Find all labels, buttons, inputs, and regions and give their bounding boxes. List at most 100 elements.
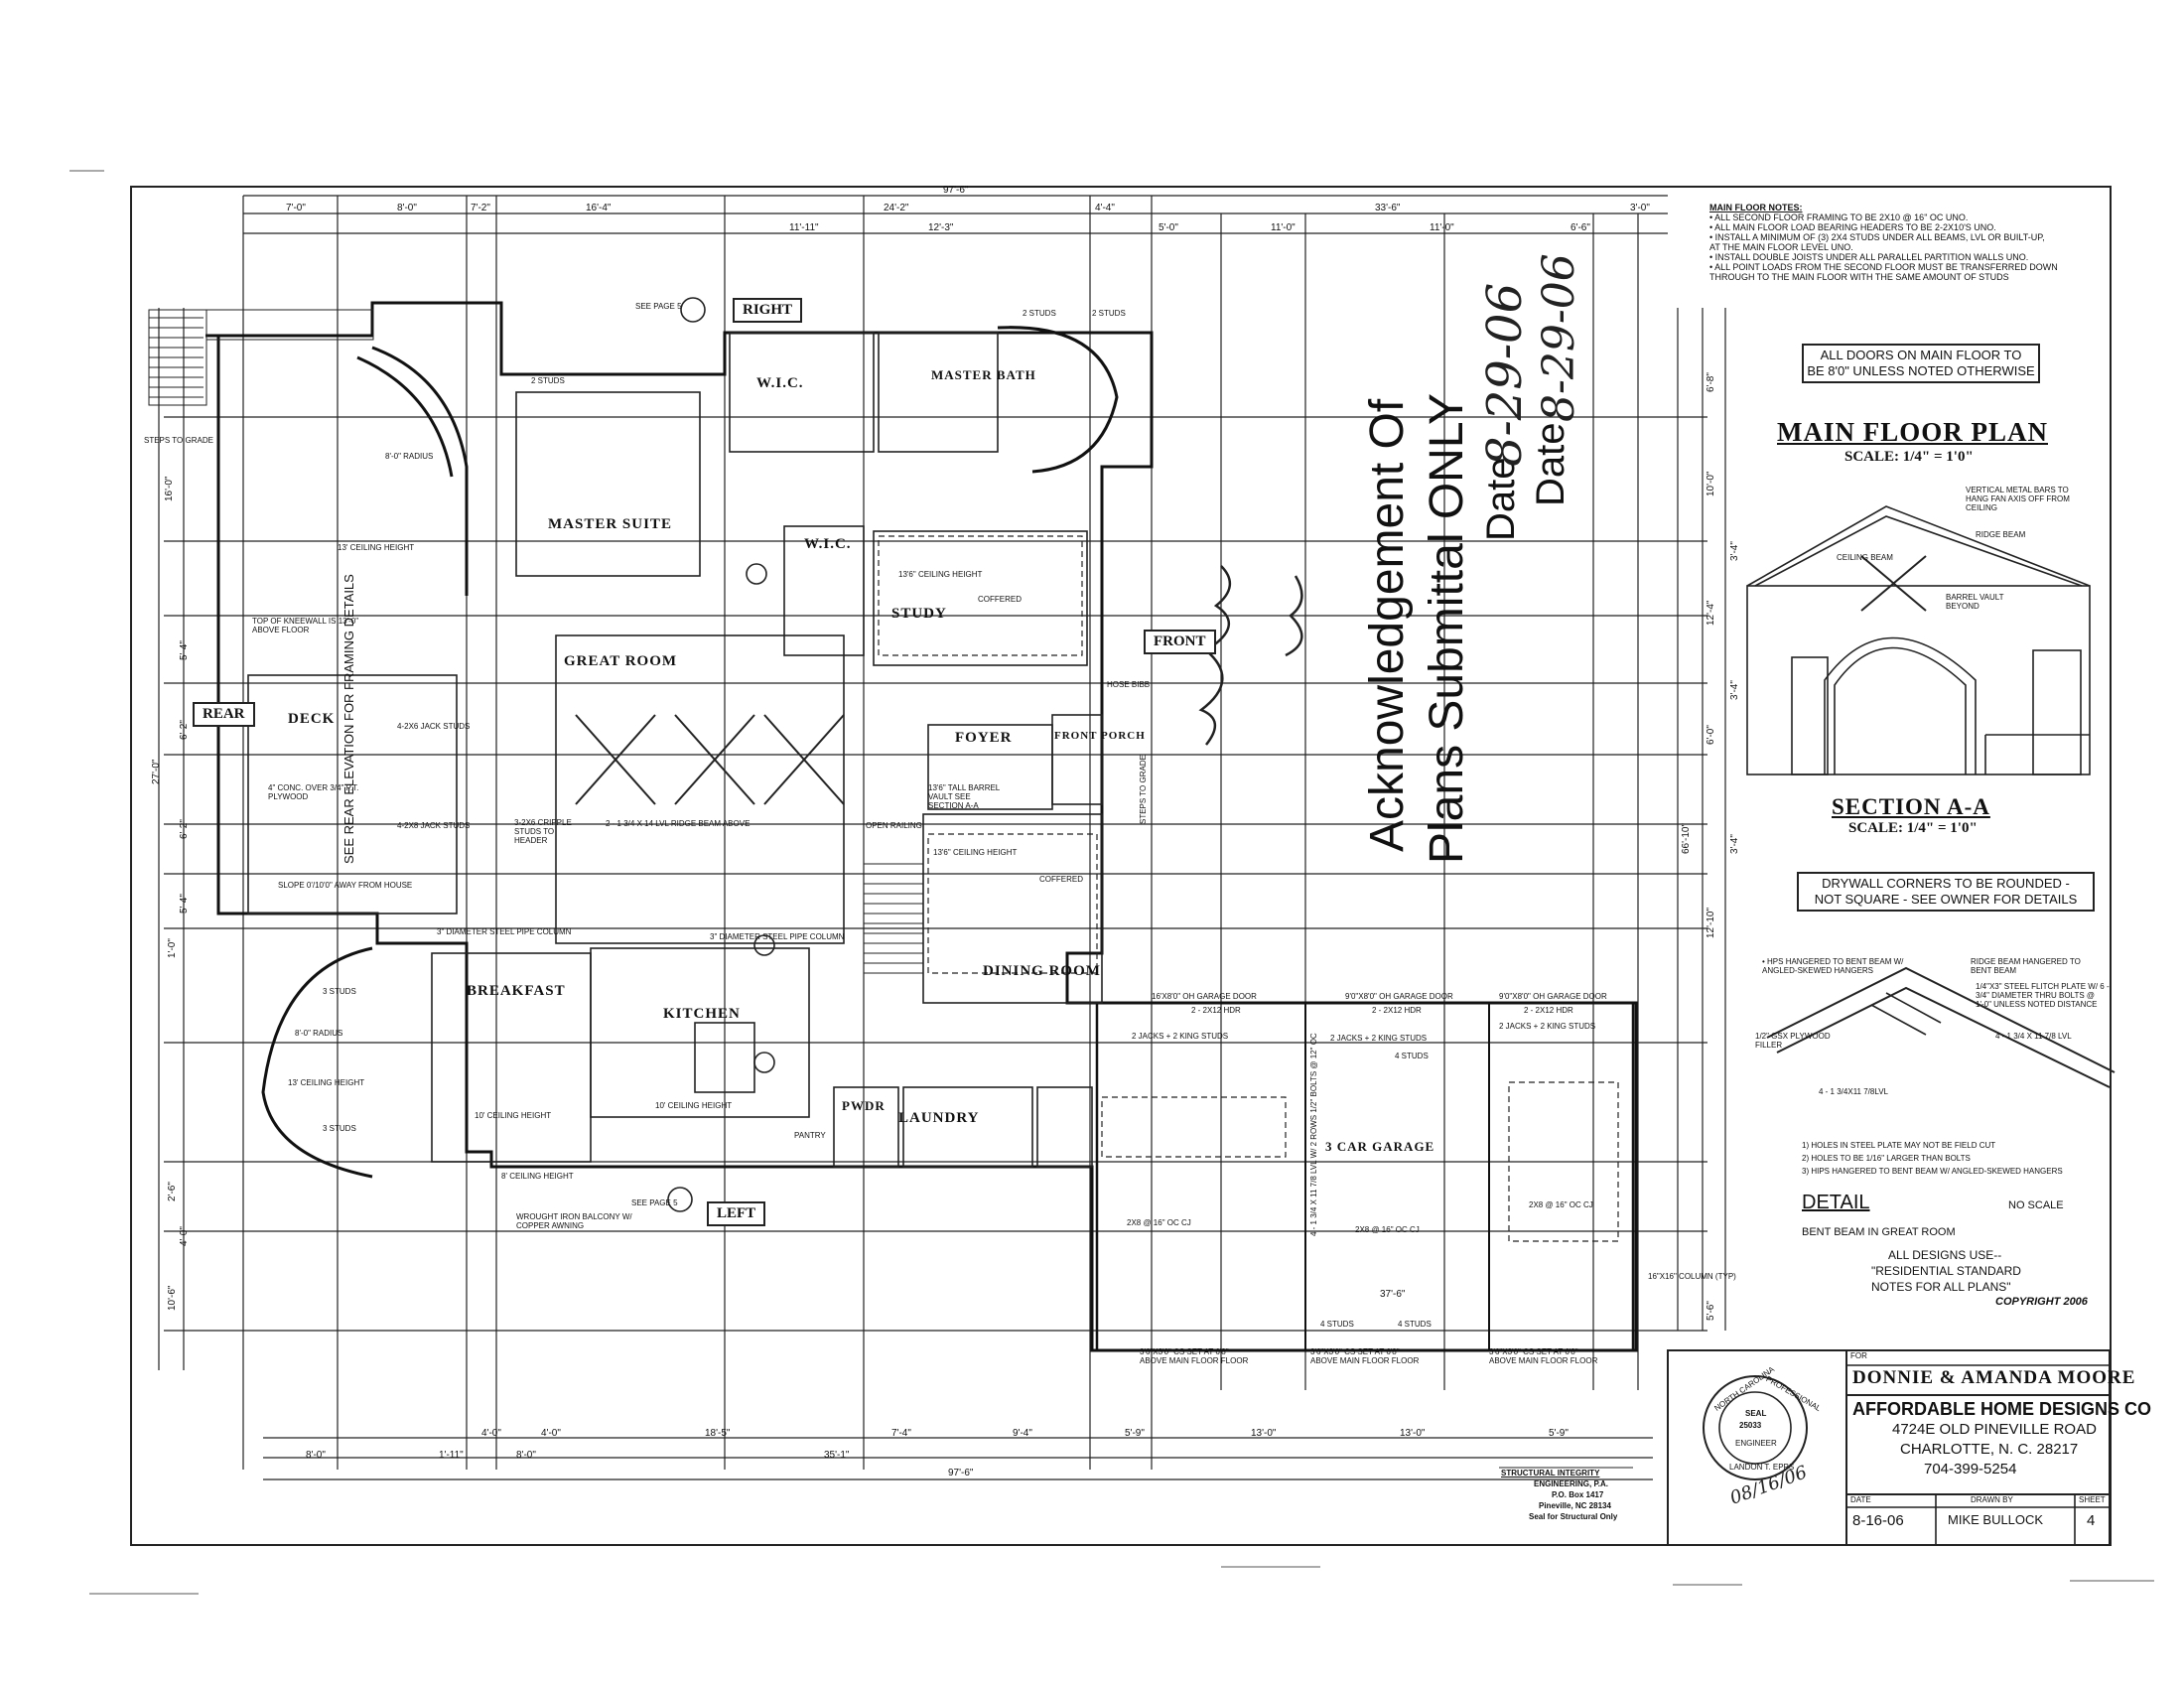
side-label-front: FRONT <box>1144 630 1216 654</box>
room-pantry: PANTRY <box>794 1131 826 1140</box>
header-note: 2 - 2X12 HDR <box>1524 1006 1573 1015</box>
column-note: 16"X16" COLUMN (TYP) <box>1648 1272 1736 1281</box>
garage-door-note: 16'X8'0" OH GARAGE DOOR <box>1152 992 1257 1001</box>
acknowledgement-line1: Acknowledgement Of <box>1361 398 1414 852</box>
top-dim-row2: 6'-6" <box>1570 222 1590 233</box>
top-dim-row2: 11'-11" <box>789 222 819 233</box>
jacks-note: 2 JACKS + 2 KING STUDS <box>1330 1034 1428 1043</box>
ceiling-note: 13' CEILING HEIGHT <box>338 543 415 552</box>
title-block-date: 8-16-06 <box>1852 1512 1904 1529</box>
room-foyer: FOYER <box>955 730 1013 746</box>
overall-bottom-dimension: 97'-6" <box>948 1468 974 1478</box>
top-dim: 4'-4" <box>1095 203 1115 213</box>
title-block-phone: 704-399-5254 <box>1924 1461 2017 1478</box>
steel-column-note: 3" DIAMETER STEEL PIPE COLUMN <box>710 932 845 941</box>
title-block-address: 4724E OLD PINEVILLE ROAD <box>1892 1421 2097 1438</box>
drywall-note-line: DRYWALL CORNERS TO BE ROUNDED - <box>1822 876 2070 891</box>
header-note: 2 - 2X12 HDR <box>1191 1006 1241 1015</box>
main-floor-notes: MAIN FLOOR NOTES: • ALL SECOND FLOOR FRA… <box>1709 203 2087 282</box>
room-great-room: GREAT ROOM <box>564 653 678 669</box>
bottom-dim: 5'-9" <box>1125 1428 1145 1439</box>
right-dim: 12'-4" <box>1706 600 1716 626</box>
concrete-note: 4" CONC. OVER 3/4" P.T. PLYWOOD <box>268 783 359 801</box>
section-scale: SCALE: 1/4" = 1'0" <box>1848 820 1978 836</box>
jacks-note: 2 JACKS + 2 KING STUDS <box>1132 1032 1229 1041</box>
right-dim: 6'-8" <box>1706 372 1716 392</box>
bottom-dim-row2: 35'-1" <box>824 1450 850 1461</box>
coffered-note: COFFERED <box>1039 875 1083 884</box>
studs-note: 3 STUDS <box>323 1124 356 1133</box>
section-title: SECTION A-A <box>1832 794 1990 819</box>
top-dim: 16'-4" <box>586 203 612 213</box>
hose-bibb-note: HOSE BIBB <box>1107 680 1151 689</box>
four-studs-note: 4 STUDS <box>1320 1320 1354 1329</box>
engineer-line: ENGINEERING, P.A. <box>1534 1479 1608 1488</box>
right-dim: 10'-0" <box>1706 471 1716 496</box>
bottom-dim: 9'-4" <box>1013 1428 1032 1439</box>
room-front-porch: FRONT PORCH <box>1054 730 1146 742</box>
acknowledgement-date-value: 8-29-06 <box>1534 253 1584 422</box>
right-dim: 3'-4" <box>1729 680 1740 700</box>
coffered-note: COFFERED <box>978 595 1022 604</box>
bottom-dim-row2: 8'-0" <box>516 1450 536 1461</box>
side-label-left: LEFT <box>707 1201 766 1226</box>
four-studs-note: 4 STUDS <box>1395 1052 1429 1060</box>
detail-note: 3) HIPS HANGERED TO BENT BEAM W/ ANGLED-… <box>1802 1167 2063 1176</box>
note-item: • ALL POINT LOADS FROM THE SECOND FLOOR … <box>1709 262 2058 272</box>
left-dim: 5'-4" <box>179 640 190 660</box>
detail-title: DETAIL <box>1802 1192 1870 1213</box>
room-dining-room: DINING ROOM <box>983 963 1101 979</box>
note-item: • INSTALL DOUBLE JOISTS UNDER ALL PARALL… <box>1709 252 2029 262</box>
bottom-dim-row2: 8'-0" <box>306 1450 326 1461</box>
main-floor-plan-title: MAIN FLOOR PLAN <box>1777 417 2048 447</box>
acknowledgement-date-label: Date <box>1529 422 1572 507</box>
all-designs-note: ALL DESIGNS USE-- <box>1888 1248 2002 1262</box>
drywall-note-box: DRYWALL CORNERS TO BE ROUNDED - NOT SQUA… <box>1797 872 2095 912</box>
left-dim: 1'-0" <box>167 938 178 958</box>
doors-note-line: ALL DOORS ON MAIN FLOOR TO <box>1820 348 2022 362</box>
bottom-dim: 13'-0" <box>1251 1428 1277 1439</box>
left-dim: 10'-6" <box>167 1285 178 1311</box>
kneewall-note: TOP OF KNEEWALL IS 13'-0" ABOVE FLOOR <box>252 617 359 634</box>
title-block-date-label: DATE <box>1850 1495 1871 1504</box>
note-item: AT THE MAIN FLOOR LEVEL UNO. <box>1709 242 1853 252</box>
ceiling-note: 13' CEILING HEIGHT <box>288 1078 365 1087</box>
room-wic: W.I.C. <box>756 375 804 391</box>
drywall-note-line: NOT SQUARE - SEE OWNER FOR DETAILS <box>1814 892 2078 908</box>
detail-label: 1/2" GSX PLYWOOD FILLER <box>1755 1032 1831 1050</box>
top-dim: 8'-0" <box>397 203 417 213</box>
section-note: VERTICAL METAL BARS TO HANG FAN AXIS OFF… <box>1966 486 2070 512</box>
studs-note: 3 STUDS <box>323 987 356 996</box>
note-item: • ALL MAIN FLOOR LOAD BEARING HEADERS TO… <box>1709 222 1996 232</box>
see-rear-elevation-note: SEE REAR ELEVATION FOR FRAMING DETAILS <box>341 574 356 864</box>
ceiling-note: 10' CEILING HEIGHT <box>475 1111 552 1120</box>
room-wic: W.I.C. <box>804 536 852 552</box>
jack-studs-note: 4-2X8 JACK STUDS <box>397 821 471 830</box>
detail-label: RIDGE BEAM HANGERED TO BENT BEAM <box>1971 957 2081 975</box>
all-designs-note: NOTES FOR ALL PLANS" <box>1871 1280 2011 1294</box>
balcony-note: WROUGHT IRON BALCONY W/ COPPER AWNING <box>516 1212 632 1230</box>
left-dim: 2'-6" <box>167 1182 178 1201</box>
left-dim: 4'-0" <box>179 1226 190 1246</box>
detail-scale: NO SCALE <box>2008 1199 2064 1211</box>
ceiling-note: 13'6" CEILING HEIGHT <box>933 848 1018 857</box>
garage-dimension: 37'-6" <box>1380 1289 1406 1300</box>
copyright: COPYRIGHT 2006 <box>1995 1296 2088 1308</box>
right-dim: 3'-4" <box>1729 541 1740 561</box>
ceiling-8-note: 8' CEILING HEIGHT <box>501 1172 574 1181</box>
title-block-city: CHARLOTTE, N. C. 28217 <box>1900 1441 2079 1458</box>
bottom-dim: 4'-0" <box>541 1428 561 1439</box>
all-designs-note: "RESIDENTIAL STANDARD <box>1871 1264 2021 1278</box>
steel-column-note: 3" DIAMETER STEEL PIPE COLUMN <box>437 927 572 936</box>
main-floor-plan-scale: SCALE: 1/4" = 1'0" <box>1844 449 1974 465</box>
right-dim: 5'-6" <box>1706 1301 1716 1321</box>
top-dim: 7'-2" <box>471 203 490 213</box>
steps-to-grade: STEPS TO GRADE <box>1139 755 1148 824</box>
acknowledgement-date-value: 8-29-06 <box>1477 282 1533 467</box>
overall-top-dimension: 97'-6" <box>943 185 969 196</box>
steps-to-grade: STEPS TO GRADE <box>144 436 213 445</box>
jack-studs-note: 4-2X6 JACK STUDS <box>397 722 471 731</box>
side-label-rear: REAR <box>193 702 255 727</box>
detail-note: 2) HOLES TO BE 1/16" LARGER THAN BOLTS <box>1802 1154 1971 1163</box>
